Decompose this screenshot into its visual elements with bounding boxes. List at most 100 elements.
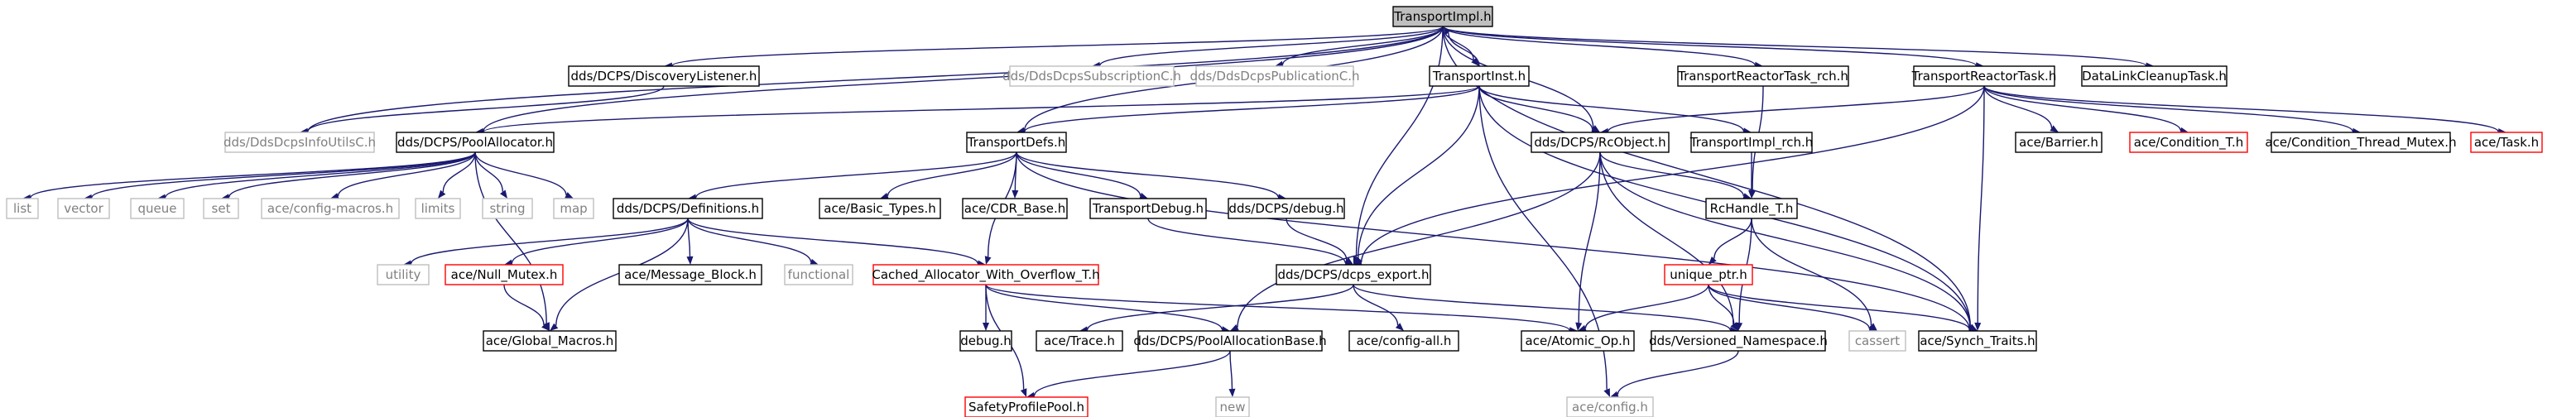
- node-ace-config-all-h[interactable]: ace/config-all.h: [1348, 330, 1459, 352]
- node-ace-task-h[interactable]: ace/Task.h: [2470, 132, 2543, 153]
- node-label: ace/Barrier.h: [2019, 135, 2098, 150]
- arrowhead-rchandle-t-to-versioned-namespace: [1736, 322, 1743, 331]
- node-box: [1036, 330, 1123, 352]
- node-label: ace/config-all.h: [1357, 333, 1452, 348]
- node-ace-synch-traits-h[interactable]: ace/Synch_Traits.h: [1918, 330, 2037, 352]
- edge-transportinst-to-transportimpl: [1448, 32, 1480, 67]
- node-box: [1348, 330, 1459, 352]
- arrowhead-transportinst-to-transportimpl: [1443, 26, 1451, 36]
- node-label: unique_ptr.h: [1670, 267, 1747, 283]
- node-label: ace/Synch_Traits.h: [1920, 333, 2035, 349]
- node-ace-condition-t-h[interactable]: ace/Condition_T.h: [2129, 132, 2248, 153]
- edge-transportimpl-to-dcps-export: [1355, 26, 1444, 257]
- node-label: ace/config-macros.h: [267, 201, 393, 216]
- node-label: dds/DdsDcpsPublicationC.h: [1190, 69, 1360, 84]
- edge-poolallocator-to-queue: [165, 151, 476, 198]
- node-transportinst-h[interactable]: TransportInst.h: [1429, 65, 1530, 87]
- node-rchandle-t-h[interactable]: RcHandle_T.h: [1705, 198, 1798, 219]
- node-box: [962, 198, 1068, 219]
- node-limits: limits: [415, 198, 461, 219]
- node-label: ace/CDR_Base.h: [964, 201, 1065, 217]
- edge-rchandle-t-to-unique-ptr: [1713, 218, 1752, 259]
- node-unique-ptr-h[interactable]: unique_ptr.h: [1664, 264, 1753, 285]
- node-dds-dcps-discoverylistener-h[interactable]: dds/DCPS/DiscoveryListener.h: [568, 65, 760, 87]
- arrowhead-transportreactortask-to-barrier: [2050, 125, 2059, 132]
- node-label: SafetyProfilePool.h: [968, 400, 1084, 415]
- edge-transportdefs-to-debug-dcps: [1016, 151, 1279, 198]
- arrowhead-unique-ptr-to-cassert: [1868, 325, 1877, 333]
- node-box: [1566, 396, 1654, 417]
- node-dds-dcps-definitions-h[interactable]: dds/DCPS/Definitions.h: [613, 198, 763, 219]
- edge-cached-allocator-to-poolallocationbase: [985, 284, 1223, 330]
- node-label: ace/Atomic_Op.h: [1526, 333, 1631, 349]
- node-label: dds/DdsDcpsSubscriptionC.h: [1002, 69, 1181, 84]
- node-ace-condition-thread-mutex-h[interactable]: ace/Condition_Thread_Mutex.h: [2265, 132, 2457, 153]
- node-list: list: [6, 198, 39, 219]
- node-dds-dcps-debug-h[interactable]: dds/DCPS/debug.h: [1228, 198, 1345, 219]
- node-functional: functional: [784, 264, 853, 285]
- edge-transportimpl-to-ddsdcpsinfoutilsc: [307, 26, 1444, 132]
- node-box: [1215, 396, 1250, 417]
- edge-poolallocator-to-global-macros: [474, 151, 547, 324]
- node-box: [130, 198, 185, 219]
- node-queue: queue: [130, 198, 185, 219]
- edge-discoverylistener-to-ddsdcpsinfoutilsc: [307, 85, 665, 132]
- node-transportreactortask-rch-h[interactable]: TransportReactorTask_rch.h: [1677, 65, 1849, 87]
- node-transportimpl-rch-h[interactable]: TransportImpl_rch.h: [1689, 132, 1813, 153]
- edge-rchandle-t-to-cassert: [1751, 218, 1872, 326]
- node-box: [959, 330, 1012, 352]
- node-ace-barrier-h[interactable]: ace/Barrier.h: [2015, 132, 2103, 153]
- node-ace-global-macros-h[interactable]: ace/Global_Macros.h: [483, 330, 617, 352]
- node-ace-cdr-base-h[interactable]: ace/CDR_Base.h: [962, 198, 1068, 219]
- arrowhead-definitions-to-global-macros: [550, 323, 559, 331]
- node-debug-h[interactable]: debug.h: [959, 330, 1012, 352]
- node-transportdebug-h[interactable]: TransportDebug.h: [1089, 198, 1207, 219]
- edge-transportdebug-to-dcps-export: [1147, 218, 1346, 264]
- arrowhead-unique-ptr-to-versioned-namespace: [1731, 322, 1738, 331]
- node-label: ace/Trace.h: [1044, 333, 1115, 348]
- node-label: debug.h: [960, 333, 1012, 348]
- node-box: [613, 198, 763, 219]
- node-transportreactortask-h[interactable]: TransportReactorTask.h: [1911, 65, 2057, 87]
- node-transportimpl-h[interactable]: TransportImpl.h: [1392, 6, 1493, 27]
- edge-dcps-export-to-versioned-namespace: [1353, 284, 1731, 331]
- node-label: TransportDebug.h: [1092, 201, 1204, 216]
- arrowhead-unique-ptr-to-atomic-op: [1578, 324, 1587, 332]
- node-ace-trace-h[interactable]: ace/Trace.h: [1036, 330, 1123, 352]
- node-box: [1913, 65, 2055, 87]
- edge-transportdefs-to-synch-traits: [1016, 151, 1970, 330]
- node-label: string: [489, 201, 525, 216]
- node-label: Cached_Allocator_With_Overflow_T.h: [872, 267, 1099, 283]
- node-cached-allocator-with-overflow-t-h[interactable]: Cached_Allocator_With_Overflow_T.h: [872, 264, 1100, 285]
- node-box: [2129, 132, 2248, 153]
- arrowhead-definitions-to-message-block: [686, 256, 694, 265]
- edge-definitions-to-cached-allocator: [687, 218, 978, 264]
- node-box: [966, 132, 1067, 153]
- node-ace-config-macros-h: ace/config-macros.h: [261, 198, 400, 219]
- node-dds-dcps-dcps-export-h[interactable]: dds/DCPS/dcps_export.h: [1276, 264, 1431, 285]
- node-ace-null-mutex-h[interactable]: ace/Null_Mutex.h: [445, 264, 564, 285]
- node-dds-versioned-namespace-h[interactable]: dds/Versioned_Namespace.h: [1649, 330, 1828, 352]
- edge-dcps-export-to-trace: [1087, 284, 1354, 330]
- node-label: map: [560, 201, 587, 216]
- node-box: [1651, 330, 1826, 352]
- node-dds-dcps-rcobject-h[interactable]: dds/DCPS/RcObject.h: [1531, 132, 1670, 153]
- node-label: dds/DCPS/RcObject.h: [1534, 135, 1665, 150]
- node-dds-dcps-poolallocationbase-h[interactable]: dds/DCPS/PoolAllocationBase.h: [1133, 330, 1327, 352]
- node-vector: vector: [57, 198, 110, 219]
- node-ace-message-block-h[interactable]: ace/Message_Block.h: [618, 264, 762, 285]
- node-ace-basic-types-h[interactable]: ace/Basic_Types.h: [819, 198, 941, 219]
- node-datalinkcleanuptask-h[interactable]: DataLinkCleanupTask.h: [2081, 65, 2228, 87]
- edge-unique-ptr-to-versioned-namespace: [1708, 284, 1735, 324]
- edge-transportreactortask-to-synch-traits: [1977, 85, 1985, 324]
- node-label: TransportImpl.h: [1393, 9, 1491, 24]
- node-ace-atomic-op-h[interactable]: ace/Atomic_Op.h: [1521, 330, 1635, 352]
- node-transportdefs-h[interactable]: TransportDefs.h: [966, 132, 1067, 153]
- arrowhead-poolallocationbase-to-new: [1228, 388, 1236, 397]
- node-box: [2015, 132, 2103, 153]
- edge-transportreactortask-to-task: [1983, 85, 2499, 132]
- node-safetyprofilepool-h[interactable]: SafetyProfilePool.h: [964, 396, 1089, 417]
- node-box: [482, 198, 533, 219]
- node-dds-dcps-poolallocator-h[interactable]: dds/DCPS/PoolAllocator.h: [396, 132, 555, 153]
- node-box: [377, 264, 430, 285]
